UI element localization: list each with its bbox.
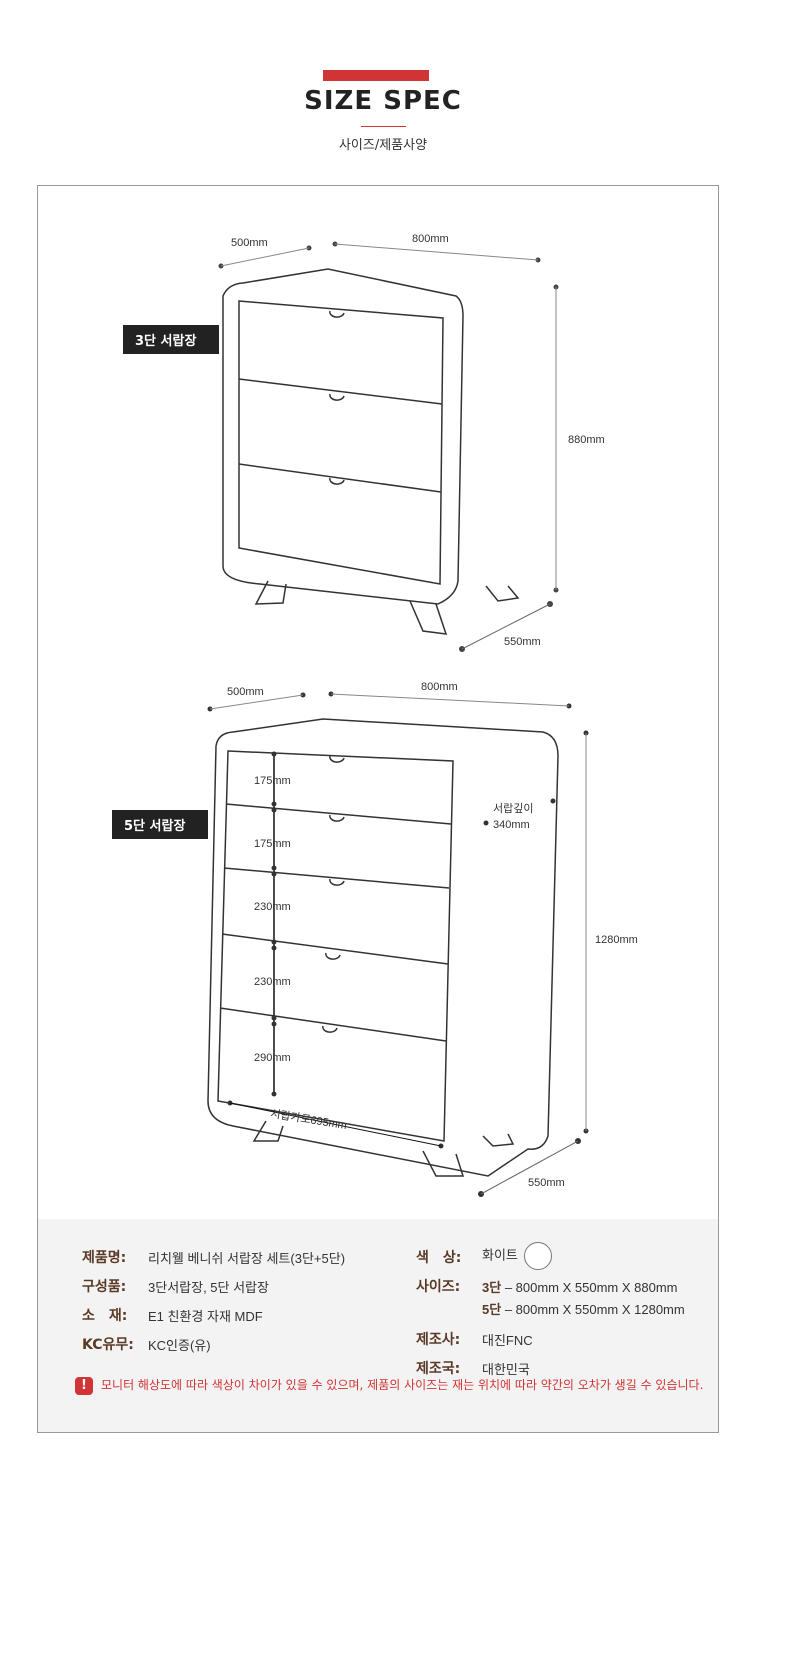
d3-width: 800mm [412,233,449,245]
drawer3-drawing [218,241,559,652]
d5-h2: 175mm [254,838,291,850]
color-value: 화이트 [482,1242,552,1270]
country-label: 제조국: [416,1361,461,1377]
d5-h4: 230mm [254,976,291,988]
color-text: 화이트 [482,1247,518,1263]
page-subtitle: 사이즈/제품사양 [338,138,428,153]
d5-h5: 290mm [254,1052,291,1064]
spec-box: 500mm 800mm 880mm 550mm 500mm 800mm 1280… [37,185,719,1433]
white-swatch [523,1242,552,1270]
kc-value: KC인증(유) [148,1338,211,1353]
drawer5-tag: 5단 서랍장 [112,810,208,839]
notice: ! 모니터 해상도에 따라 색상이 차이가 있을 수 있으며, 제품의 사이즈는 … [75,1376,703,1395]
maker-label: 제조사: [416,1332,461,1348]
d3-height: 880mm [568,434,605,446]
size3-value: 3단 – 800mm X 550mm X 880mm [482,1277,678,1296]
color-label: 색 상: [416,1250,462,1266]
country-value: 대한민국 [482,1362,530,1377]
material-value: E1 친환경 자재 MDF [148,1309,263,1324]
material-label: 소 재: [82,1308,128,1324]
d5-depth: 500mm [227,686,264,698]
notice-text: 모니터 해상도에 따라 색상이 차이가 있을 수 있으며, 제품의 사이즈는 재… [101,1378,704,1392]
divider [361,126,406,127]
size5-key: 5단 [482,1302,502,1317]
page-title: SIZE SPEC [304,86,462,116]
warning-icon: ! [75,1377,93,1395]
size-label: 사이즈: [416,1279,461,1295]
parts-value: 3단서랍장, 5단 서랍장 [148,1280,269,1295]
size3-text: – 800mm X 550mm X 880mm [501,1280,678,1295]
drawer3-tag: 3단 서랍장 [123,325,219,354]
d5-height: 1280mm [595,934,638,946]
accent-bar [323,70,429,81]
d5-inner-width: 서랍가로695mm [270,1107,348,1132]
d3-total-depth: 550mm [504,636,541,648]
spec-table: 제품명: 리치웰 베니쉬 서랍장 세트(3단+5단) 구성품: 3단서랍장, 5… [38,1219,718,1432]
d5-h1: 175mm [254,775,291,787]
furniture-drawings: 500mm 800mm 880mm 550mm 500mm 800mm 1280… [207,233,638,1197]
parts-label: 구성품: [82,1279,127,1295]
d5-inner-depth-label: 서랍깊이 [493,802,533,815]
size5-text: – 800mm X 550mm X 1280mm [501,1302,685,1317]
maker-value: 대진FNC [482,1333,533,1348]
d3-depth: 500mm [231,237,268,249]
size5-value: 5단 – 800mm X 550mm X 1280mm [482,1299,685,1318]
drawer5-drawing [207,691,589,1197]
d5-inner-depth: 340mm [493,819,530,831]
d5-width: 800mm [421,681,458,693]
d5-h3: 230mm [254,901,291,913]
d5-total-depth: 550mm [528,1177,565,1189]
kc-label: KC유무: [82,1337,134,1353]
name-value: 리치웰 베니쉬 서랍장 세트(3단+5단) [148,1251,346,1266]
size3-key: 3단 [482,1280,502,1295]
name-label: 제품명: [82,1250,127,1266]
